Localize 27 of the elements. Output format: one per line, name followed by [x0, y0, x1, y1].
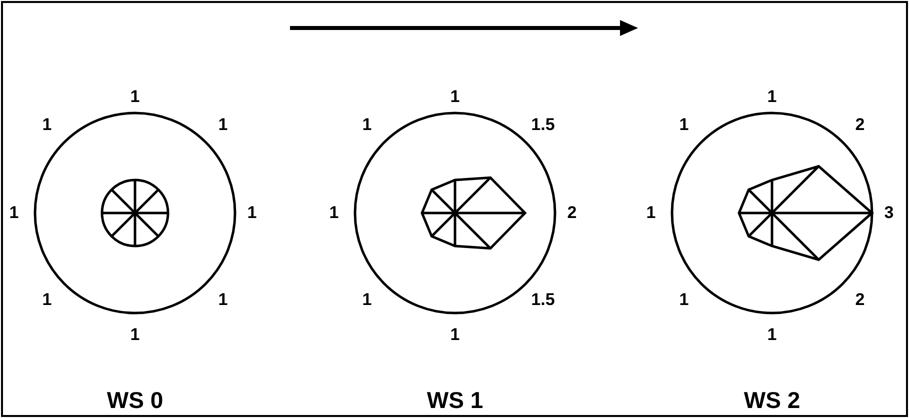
- weight-label: 1: [218, 115, 228, 135]
- stage-title: WS 1: [426, 387, 484, 414]
- weight-label: 1: [42, 115, 52, 135]
- weight-label: 3: [884, 203, 894, 223]
- weight-label: 1: [450, 325, 460, 345]
- weight-label: 1: [130, 87, 140, 107]
- weight-label: 2: [855, 115, 865, 135]
- stage-title: WS 0: [106, 387, 164, 414]
- weight-label: 2: [567, 203, 577, 223]
- weight-label: 1: [767, 87, 777, 107]
- weight-label: 2: [855, 290, 865, 310]
- weight-label: 1: [646, 203, 656, 223]
- weight-label: 1: [679, 290, 689, 310]
- weight-label: 1: [218, 290, 228, 310]
- weight-label: 1: [9, 203, 19, 223]
- weight-label: 1: [247, 203, 257, 223]
- stage-title: WS 2: [744, 387, 800, 414]
- weight-label: 1: [767, 325, 777, 345]
- weight-label: 1: [362, 115, 372, 135]
- weight-label: 1: [329, 203, 339, 223]
- weight-label: 1: [450, 87, 460, 107]
- weight-label: 1: [42, 290, 52, 310]
- weight-label: 1: [362, 290, 372, 310]
- weight-label: 1.5: [531, 115, 555, 135]
- weight-label: 1: [679, 115, 689, 135]
- weight-label: 1.5: [531, 290, 555, 310]
- weight-label: 1: [130, 325, 140, 345]
